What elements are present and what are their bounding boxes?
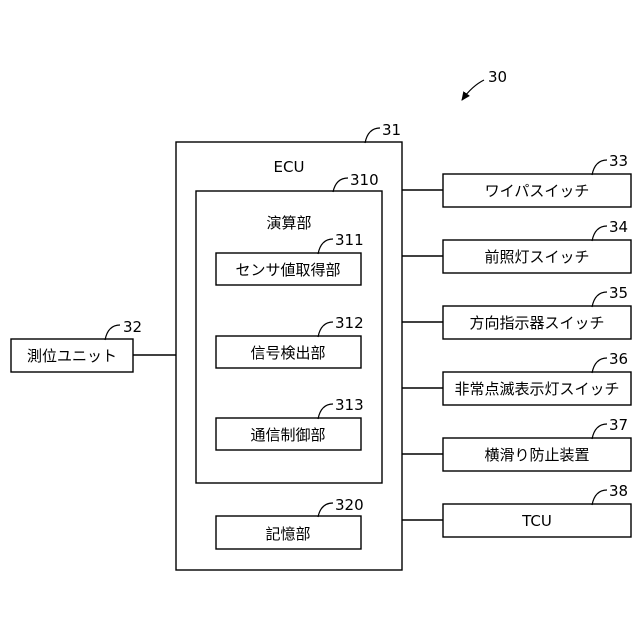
tcu-ref: 38 [609, 482, 628, 500]
headlight-switch-ref: 34 [609, 218, 628, 236]
storage-ref: 320 [335, 496, 364, 514]
positioning-label: 測位ユニット [27, 347, 117, 365]
hazard-switch-ref: 36 [609, 350, 628, 368]
ecu-label: ECU [274, 158, 305, 176]
ecu-ref-leader [365, 128, 380, 143]
turn-signal-switch-label: 方向指示器スイッチ [469, 314, 604, 332]
turn-signal-switch-ref: 35 [609, 284, 628, 302]
figure-ref-arrow [462, 80, 484, 100]
comm-control-label: 通信制御部 [250, 426, 325, 444]
headlight-switch-label: 前照灯スイッチ [484, 248, 589, 266]
anti-skid-ref-leader [592, 424, 607, 439]
headlight-switch-ref-leader [592, 226, 607, 241]
storage-label: 記憶部 [265, 525, 310, 543]
signal-detection-label: 信号検出部 [250, 344, 325, 362]
computation-unit-ref: 310 [350, 171, 379, 189]
figure-ref-label: 30 [488, 68, 507, 86]
sensor-acquisition-label: センサ値取得部 [235, 261, 340, 279]
wiper-switch-ref-leader [592, 160, 607, 175]
hazard-switch-ref-leader [592, 358, 607, 373]
sensor-acquisition-ref: 311 [335, 231, 364, 249]
ecu-ref: 31 [382, 121, 401, 139]
anti-skid-ref: 37 [609, 416, 628, 434]
positioning-ref: 32 [123, 318, 142, 336]
tcu-label: TCU [521, 512, 552, 530]
wiper-switch-label: ワイパスイッチ [485, 182, 590, 200]
anti-skid-label: 横滑り防止装置 [484, 446, 589, 464]
hazard-switch-label: 非常点滅表示灯スイッチ [454, 380, 619, 398]
positioning-ref-leader [105, 325, 120, 340]
tcu-ref-leader [592, 490, 607, 505]
wiper-switch-ref: 33 [609, 152, 628, 170]
computation-unit-label: 演算部 [266, 214, 311, 232]
signal-detection-ref: 312 [335, 314, 364, 332]
turn-signal-switch-ref-leader [592, 292, 607, 307]
comm-control-ref: 313 [335, 396, 364, 414]
